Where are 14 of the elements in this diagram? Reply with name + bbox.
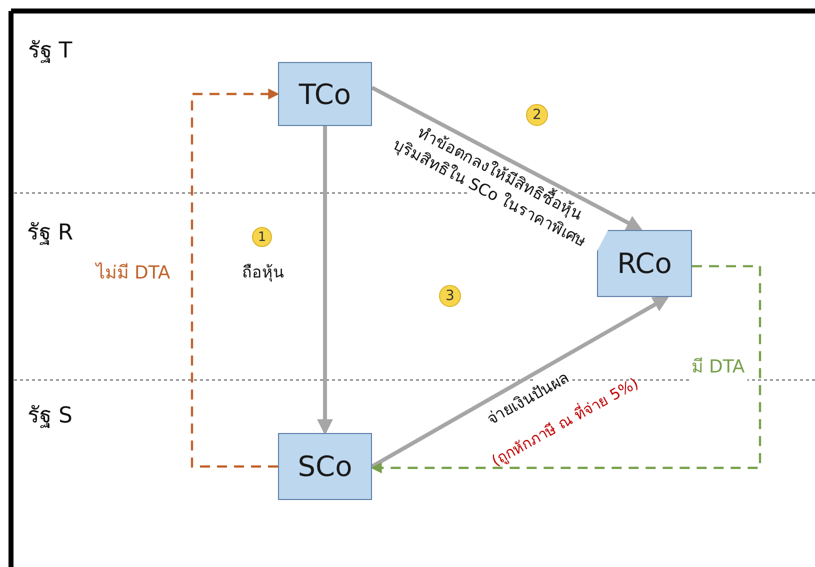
step-number-badge: 2 xyxy=(526,104,548,126)
arrow xyxy=(371,296,670,468)
company-box: TCo xyxy=(278,62,372,126)
state-label: รัฐ S xyxy=(28,402,72,430)
arrow xyxy=(190,88,280,468)
step-number-badge: 3 xyxy=(439,285,461,307)
company-box: SCo xyxy=(278,433,372,500)
arrow xyxy=(371,86,643,231)
state-label: รัฐ T xyxy=(28,38,72,66)
step-number-badge: 1 xyxy=(252,227,272,247)
company-box: RCo xyxy=(597,230,692,297)
arrow xyxy=(370,265,762,474)
state-label: รัฐ R xyxy=(26,220,74,248)
arrow xyxy=(317,126,333,436)
